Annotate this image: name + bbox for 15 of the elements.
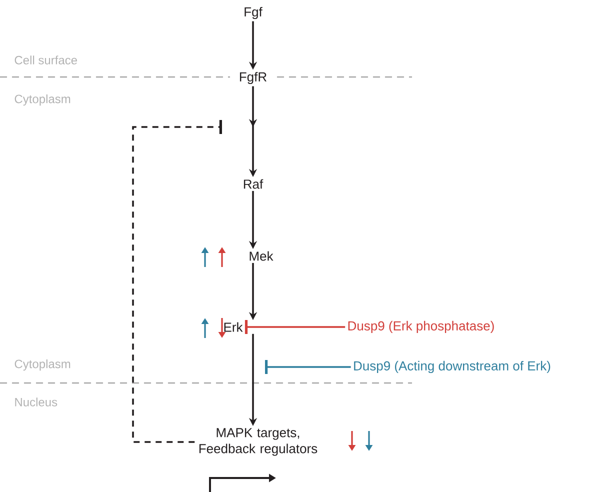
inhibition-line	[132, 120, 222, 443]
node-label: MAPK targets, Feedback regulators	[199, 428, 318, 456]
node-label: Fgf	[244, 6, 262, 20]
node-label: Mek	[250, 251, 274, 261]
region-label: Cell surface	[14, 56, 77, 64]
region-label: Cytoplasm	[14, 359, 70, 371]
inhibition-line	[265, 360, 351, 374]
node-label: Dusp9 (Erk phosphatase)	[348, 320, 494, 334]
node-label: Dusp9 (Acting downstream of Erk)	[354, 360, 550, 374]
node-label: Erk	[224, 322, 243, 332]
node-label: Raf	[244, 179, 264, 189]
node-label: FgfR	[240, 72, 266, 84]
inhibition-line	[244, 320, 346, 334]
region-label: Cytoplasm	[14, 94, 70, 106]
region-label: Nucleus	[15, 398, 58, 406]
